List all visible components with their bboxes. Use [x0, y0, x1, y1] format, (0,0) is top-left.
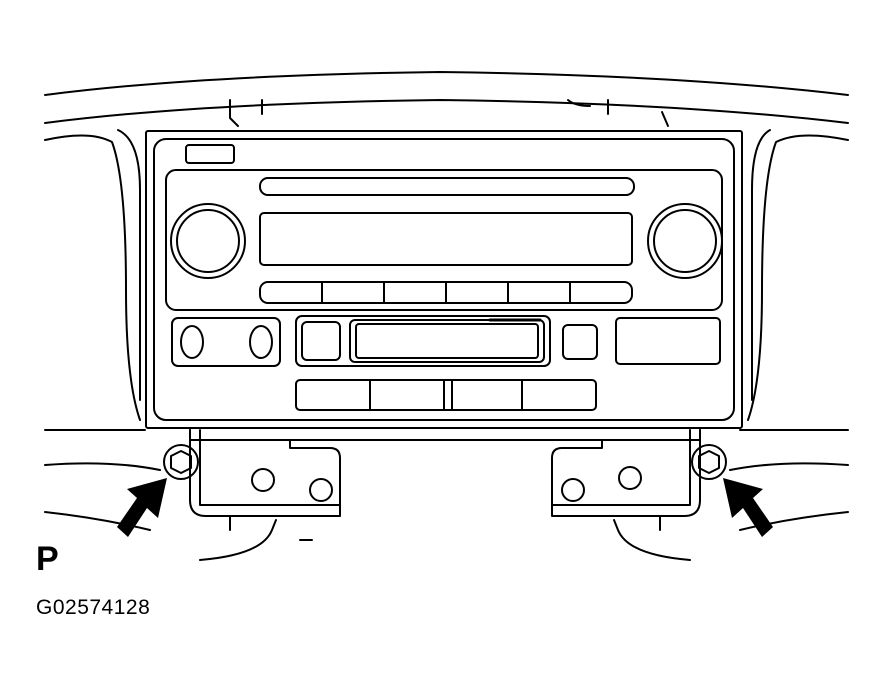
- right-bolt-arrow: [723, 478, 773, 537]
- mounting-plate: [189, 429, 701, 441]
- right-bolt: [691, 444, 727, 480]
- dashboard-left-panel: [44, 129, 161, 531]
- left-mounting-bracket: [189, 429, 341, 531]
- cassette-deck: [295, 315, 551, 367]
- cd-slot: [259, 177, 635, 196]
- view-label: P: [36, 540, 59, 578]
- left-bolt: [163, 444, 199, 480]
- lower-left-control: [171, 317, 281, 367]
- right-knob: [647, 203, 723, 279]
- eject-button: [185, 144, 235, 164]
- small-button: [562, 324, 598, 360]
- display-window: [259, 212, 633, 266]
- lower-right-panel: [615, 317, 721, 365]
- dashboard-upper-trim: [44, 71, 849, 127]
- bottom-button-row: [295, 379, 597, 411]
- figure-id: G02574128: [36, 596, 151, 619]
- right-mounting-bracket: [551, 429, 701, 531]
- radio-bezel: [145, 130, 743, 429]
- left-bolt-arrow: [117, 478, 167, 537]
- dashboard-right-panel: [729, 129, 849, 531]
- preset-button-row: [259, 281, 633, 304]
- left-knob: [170, 203, 246, 279]
- radio-face-panel: [165, 169, 723, 311]
- dashboard-lower-trim: [199, 519, 691, 561]
